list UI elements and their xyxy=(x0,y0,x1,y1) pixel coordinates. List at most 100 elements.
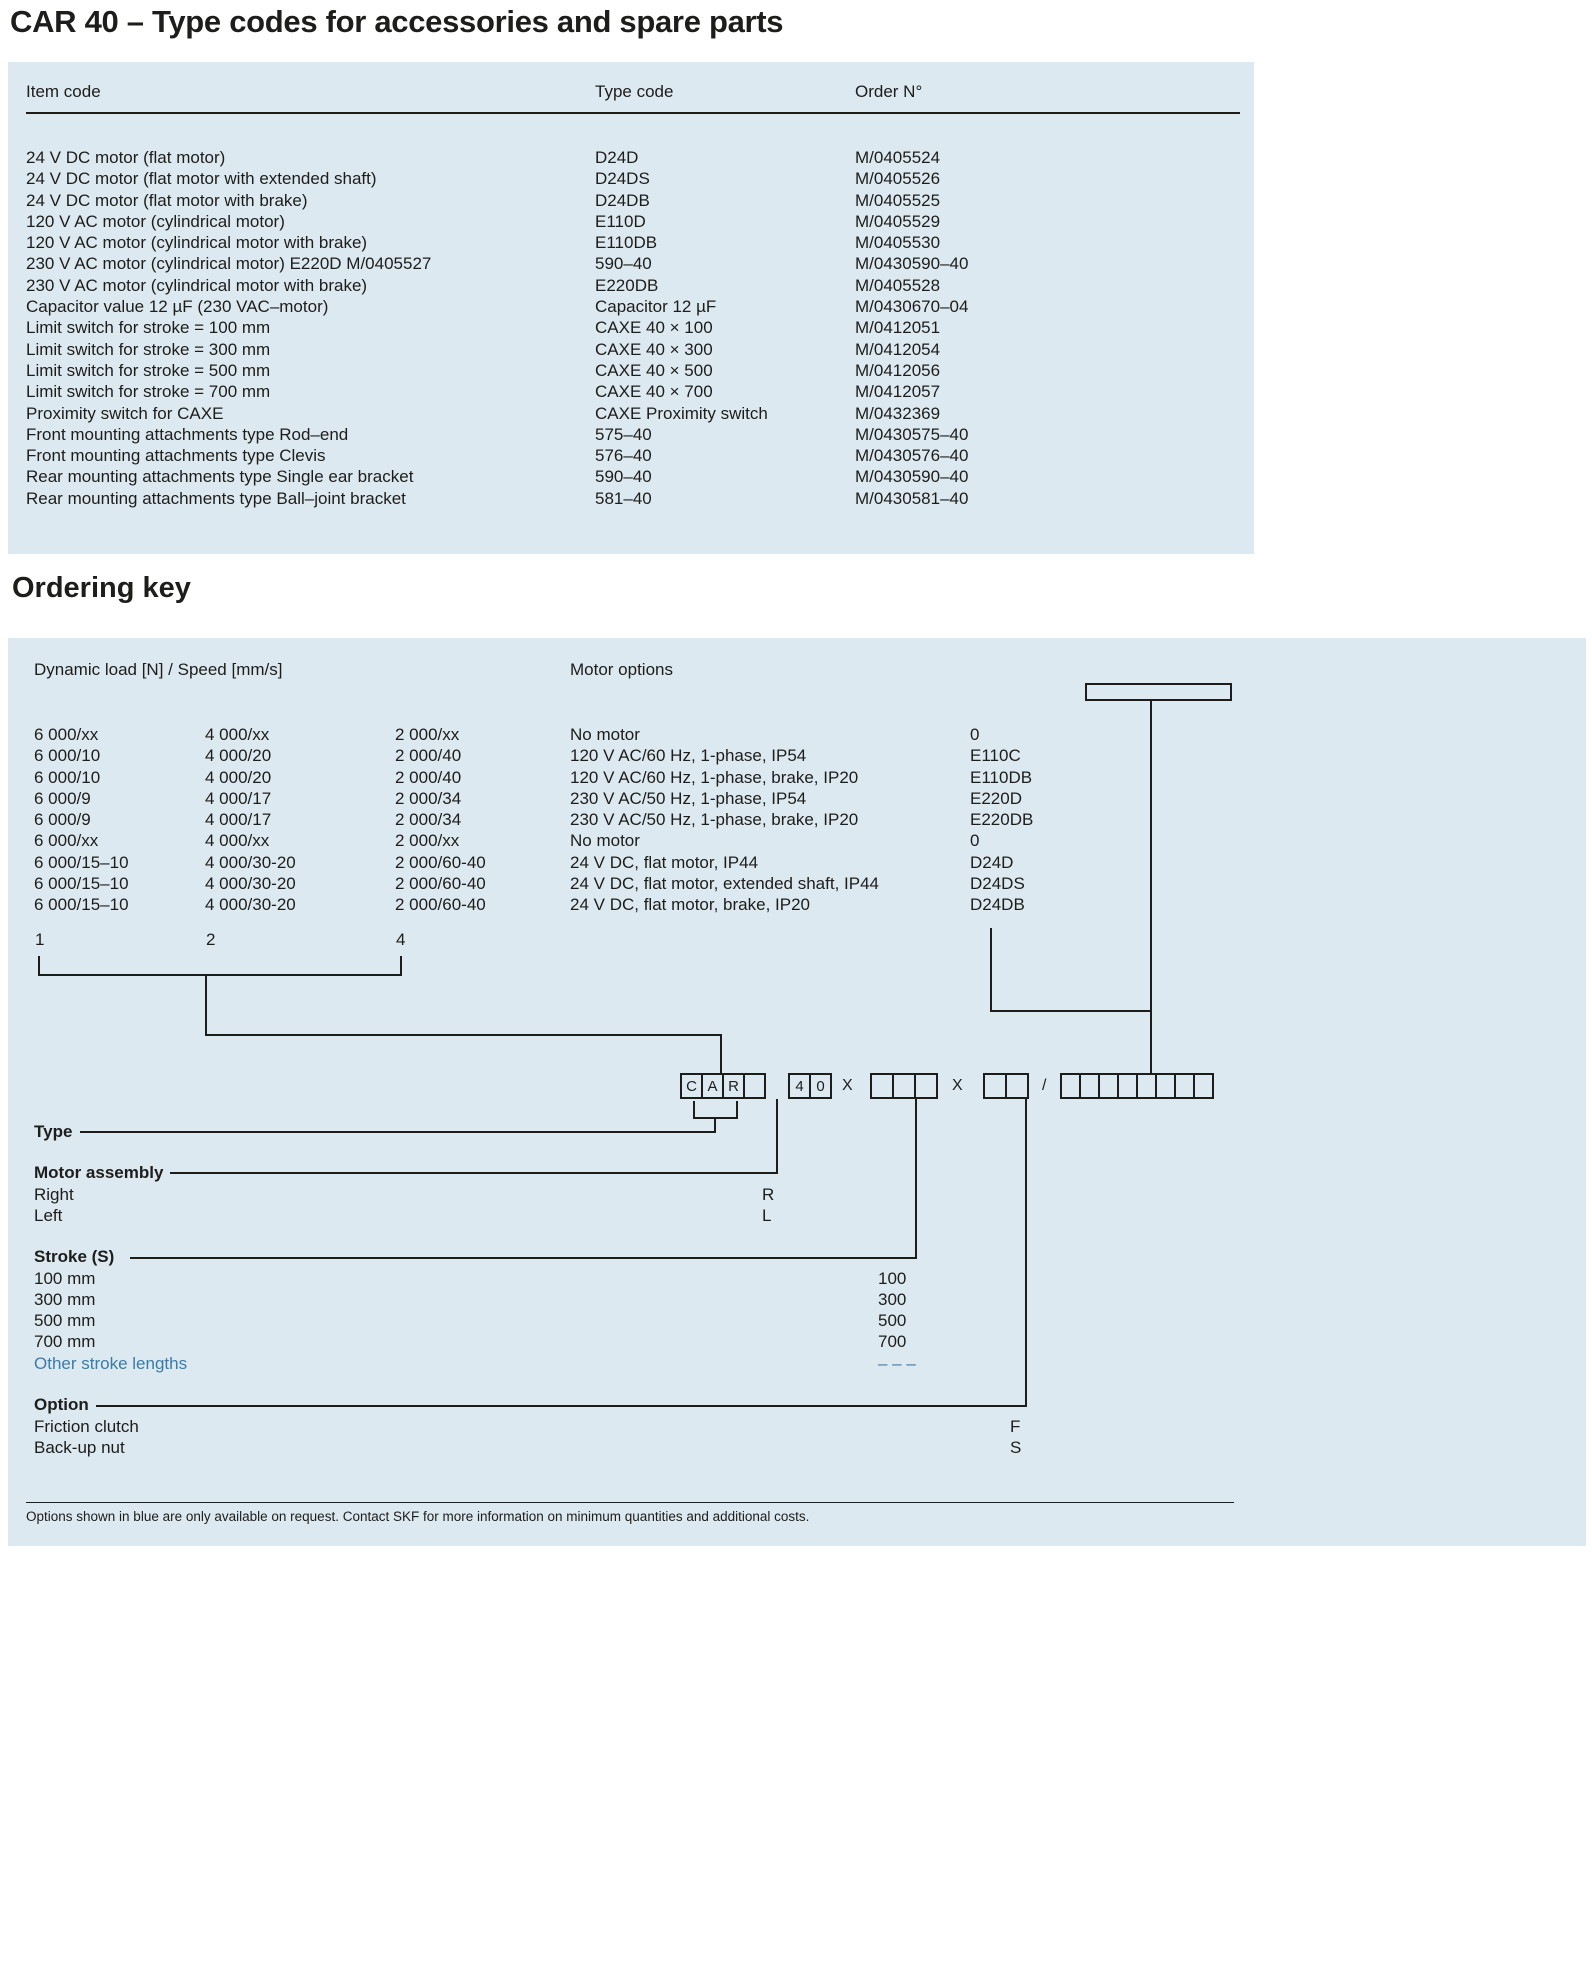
designation-prefix-boxes: C A R xyxy=(680,1073,766,1099)
table-header-type-code: Type code xyxy=(595,82,674,101)
item-code-cell: Proximity switch for CAXE xyxy=(26,403,224,423)
motor-option-cell: 24 V DC, flat motor, extended shaft, IP4… xyxy=(570,874,880,894)
motor-code-cell: E110C xyxy=(970,746,1021,766)
type-connector-vertical xyxy=(714,1119,716,1132)
designation-separator-x2: X xyxy=(952,1077,963,1094)
type-code-cell: 590–40 xyxy=(595,467,652,487)
load-6000-cell: 6 000/10 xyxy=(34,767,101,787)
type-code-cell: E220DB xyxy=(595,275,659,295)
designation-option-boxes xyxy=(983,1073,1029,1099)
stroke-700-code: 700 xyxy=(878,1332,907,1351)
motor-option-cell: 120 V AC/60 Hz, 1-phase, IP54 xyxy=(570,746,807,766)
item-code-cell: 24 V DC motor (flat motor with extended … xyxy=(26,169,377,189)
item-code-cell: Capacitor value 12 µF (230 VAC–motor) xyxy=(26,297,329,317)
type-code-cell: E110D xyxy=(595,211,646,231)
motor-code-outline-box xyxy=(1085,683,1232,701)
designation-cell xyxy=(1136,1073,1157,1099)
motor-option-cell: 24 V DC, flat motor, brake, IP20 xyxy=(570,895,811,915)
designation-cell xyxy=(1117,1073,1138,1099)
option-backup-nut-code: S xyxy=(1010,1438,1022,1457)
item-code-cell: Front mounting attachments type Clevis xyxy=(26,446,326,466)
order-number-cell: M/0405529 xyxy=(855,211,941,231)
order-number-cell: M/0430581–40 xyxy=(855,488,969,508)
item-code-cell: Front mounting attachments type Rod–end xyxy=(26,424,349,444)
option-label: Option xyxy=(34,1395,89,1414)
table-row: 24 V DC motor (flat motor with brake)D24… xyxy=(26,190,1240,211)
motor-assembly-right-label: Right xyxy=(34,1185,74,1204)
motor-code-cell: 0 xyxy=(970,831,980,851)
table-row: Rear mounting attachments type Single ea… xyxy=(26,466,1240,487)
stroke-100-label: 100 mm xyxy=(34,1269,96,1288)
table-row: 120 V AC motor (cylindrical motor with b… xyxy=(26,232,1240,253)
load-4000-cell: 4 000/30-20 xyxy=(205,874,296,894)
load-4000-cell: 4 000/20 xyxy=(205,746,272,766)
type-code-cell: CAXE 40 × 300 xyxy=(595,339,713,359)
option-backup-nut-label: Back-up nut xyxy=(34,1438,125,1457)
type-code-cell: 575–40 xyxy=(595,424,652,444)
load-6000-cell: 6 000/15–10 xyxy=(34,852,129,872)
item-code-cell: Limit switch for stroke = 500 mm xyxy=(26,360,271,380)
motor-assembly-left-label: Left xyxy=(34,1206,63,1225)
load-6000-cell: 6 000/10 xyxy=(34,746,101,766)
order-number-cell: M/0405525 xyxy=(855,190,941,210)
option-friction-clutch-label: Friction clutch xyxy=(34,1417,139,1436)
option-connector-vertical xyxy=(1025,1099,1027,1407)
stroke-100-code: 100 xyxy=(878,1269,907,1288)
table-row: Front mounting attachments type Rod–end 5… xyxy=(26,424,1240,445)
type-code-cell: CAXE 40 × 500 xyxy=(595,360,713,380)
table-header-rule xyxy=(26,112,1240,114)
motor-code-connector-horizontal xyxy=(990,1010,1152,1012)
motor-code-cell: E220DB xyxy=(970,810,1034,830)
designation-cell: C xyxy=(680,1073,703,1099)
table-row: Rear mounting attachments type Ball–join… xyxy=(26,488,1240,509)
item-code-cell: Limit switch for stroke = 100 mm xyxy=(26,318,271,338)
accessories-table-panel: Item code Type code Order N° 24 V DC mot… xyxy=(8,62,1254,554)
table-row: Proximity switch for CAXE CAXE Proximity … xyxy=(26,403,1240,424)
item-code-cell: 24 V DC motor (flat motor) xyxy=(26,148,226,167)
matrix-row: 6 000/15–10 4 000/30-20 2 000/60-40 24 V DC… xyxy=(34,873,1574,894)
motor-assembly-connector-horizontal xyxy=(170,1172,778,1174)
order-number-cell: M/0412054 xyxy=(855,339,941,359)
load-connector-horizontal xyxy=(205,1034,722,1036)
load-bracket-tick-right xyxy=(400,956,402,976)
table-row: Capacitor value 12 µF (230 VAC–motor)Cap… xyxy=(26,296,1240,317)
order-number-cell: M/0405526 xyxy=(855,169,941,189)
designation-cell xyxy=(1060,1073,1081,1099)
load-6000-cell: 6 000/9 xyxy=(34,788,91,808)
load-2000-cell: 2 000/60-40 xyxy=(395,852,486,872)
motor-code-connector-vertical-2 xyxy=(1150,701,1152,1073)
designation-separator-x1: X xyxy=(842,1077,853,1094)
load-2000-cell: 2 000/34 xyxy=(395,788,462,808)
table-header-item-code: Item code xyxy=(26,82,101,101)
motor-option-cell: No motor xyxy=(570,831,640,851)
type-code-cell: CAXE Proximity switch xyxy=(595,403,768,423)
footnote-text: Options shown in blue are only available… xyxy=(26,1509,810,1524)
order-number-cell: M/0430576–40 xyxy=(855,446,969,466)
motor-assembly-connector-vertical xyxy=(776,1099,778,1174)
order-number-cell: M/0412057 xyxy=(855,382,941,402)
load-6000-cell: 6 000/15–10 xyxy=(34,874,129,894)
type-label: Type xyxy=(34,1122,73,1141)
designation-cell xyxy=(870,1073,894,1099)
motor-code-cell: E110DB xyxy=(970,767,1033,787)
motor-option-cell: 230 V AC/50 Hz, 1-phase, IP54 xyxy=(570,788,807,808)
footnote-rule xyxy=(26,1502,1234,1503)
table-row: 24 V DC motor (flat motor with extended … xyxy=(26,168,1240,189)
load-6000-cell: 6 000/xx xyxy=(34,831,99,851)
load-connector-vertical-2 xyxy=(720,1034,722,1073)
designation-cell xyxy=(1155,1073,1176,1099)
motor-options-header: Motor options xyxy=(570,660,673,679)
load-2000-cell: 2 000/34 xyxy=(395,810,462,830)
order-number-cell: M/0430670–04 xyxy=(855,297,969,317)
load-bracket-horizontal xyxy=(38,974,402,976)
type-bracket-bottom xyxy=(693,1117,738,1119)
order-number-cell: M/0430590–40 xyxy=(855,254,969,274)
load-2000-cell: 2 000/60-40 xyxy=(395,874,486,894)
type-code-cell: D24DB xyxy=(595,190,650,210)
